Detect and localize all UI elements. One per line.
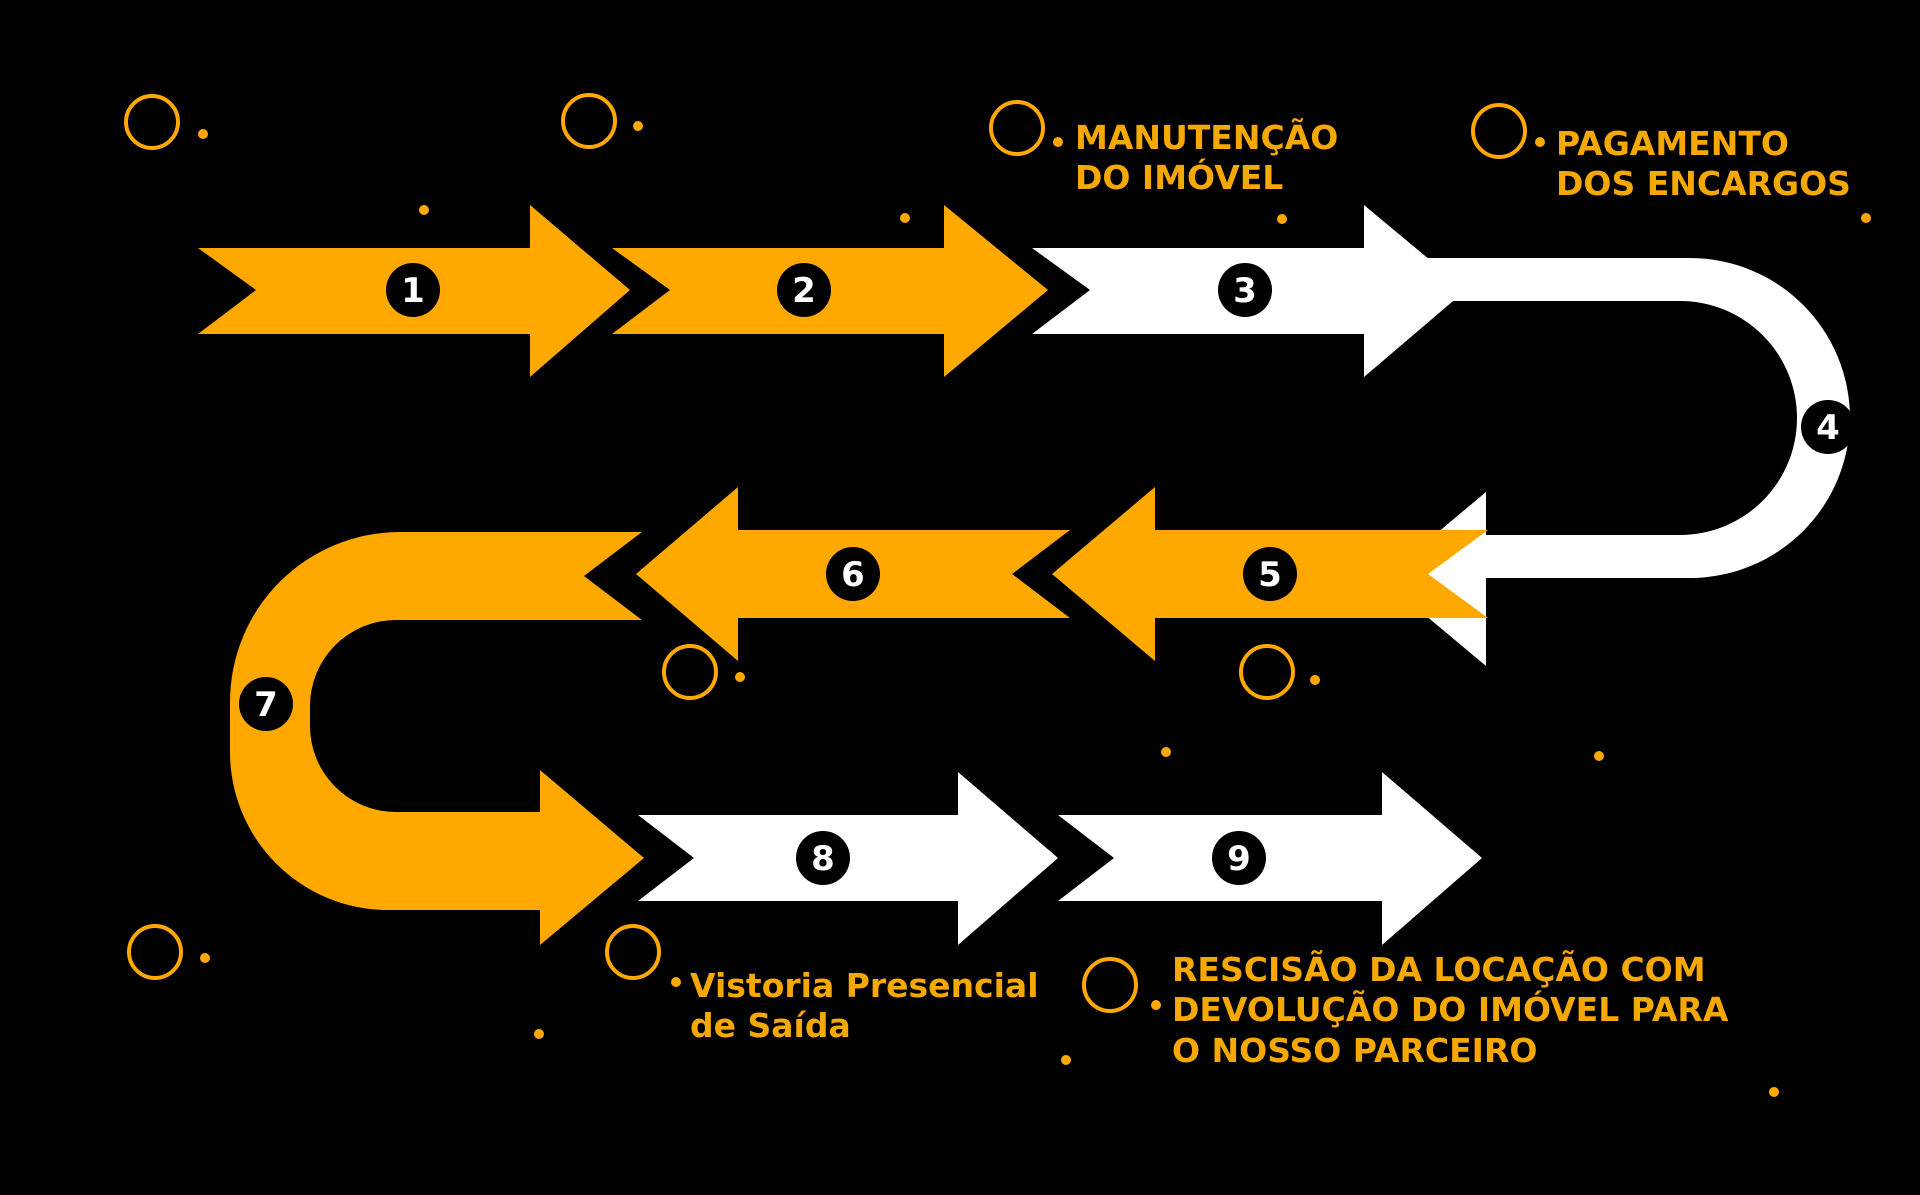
step-4-label: PAGAMENTO DOS ENCARGOS	[1556, 124, 1851, 205]
decorative-ring	[605, 924, 661, 980]
step-8-badge	[796, 831, 850, 885]
step-8-label: Vistoria Presencial de Saída	[690, 966, 1039, 1047]
decorative-dot	[671, 977, 681, 987]
decorative-dot	[735, 672, 745, 682]
step-9-label-line: DEVOLUÇÃO DO IMÓVEL PARA	[1172, 990, 1729, 1030]
step-7-curve-arrow	[230, 532, 642, 910]
decorative-ring	[127, 924, 183, 980]
decorative-dot	[1769, 1087, 1779, 1097]
step-8-label-line: de Saída	[690, 1006, 851, 1046]
decorative-dot	[1535, 137, 1545, 147]
decorative-dot	[534, 1029, 544, 1039]
step-7-arrow-head	[540, 770, 644, 945]
step-4-badge	[1801, 400, 1855, 454]
step-3-number: 3	[1233, 271, 1257, 311]
step-5-number: 5	[1258, 555, 1282, 595]
decorative-rings	[124, 93, 1527, 1013]
decorative-ring	[1082, 957, 1138, 1013]
decorative-dot	[1053, 137, 1063, 147]
decorative-ring	[1239, 644, 1295, 700]
decorative-ring	[1471, 103, 1527, 159]
step-9-arrow	[1058, 772, 1482, 945]
decorative-ring	[989, 100, 1045, 156]
decorative-dot	[900, 213, 910, 223]
step-4-label-line: DOS ENCARGOS	[1556, 164, 1851, 204]
step-4-label-line: PAGAMENTO	[1556, 124, 1789, 163]
decorative-ring	[662, 644, 718, 700]
decorative-ring	[561, 93, 617, 149]
decorative-ring	[124, 94, 180, 150]
step-6-badge	[826, 547, 880, 601]
decorative-dot	[1310, 675, 1320, 685]
step-3-label-line: MANUTENÇÃO	[1075, 118, 1339, 157]
step-7-number: 7	[254, 685, 278, 725]
step-3-label: MANUTENÇÃO DO IMÓVEL	[1075, 118, 1338, 199]
step-5-badge	[1243, 547, 1297, 601]
step-2-badge	[777, 263, 831, 317]
step-8-label-line: Vistoria Presencial	[690, 966, 1039, 1005]
step-3-badge	[1218, 263, 1272, 317]
decorative-dot	[198, 129, 208, 139]
decorative-dot	[200, 953, 210, 963]
step-4-number: 4	[1816, 408, 1840, 448]
decorative-dots	[198, 121, 1871, 1097]
step-9-label-line: RESCISÃO DA LOCAÇÃO COM	[1172, 950, 1706, 989]
step-9-label: RESCISÃO DA LOCAÇÃO COM DEVOLUÇÃO DO IMÓ…	[1172, 950, 1728, 1071]
step-9-badge	[1212, 831, 1266, 885]
step-9-label-line: O NOSSO PARCEIRO	[1172, 1030, 1538, 1070]
decorative-dot	[1861, 213, 1871, 223]
step-2-number: 2	[792, 271, 816, 311]
decorative-dot	[419, 205, 429, 215]
step-7-badge	[239, 677, 293, 731]
step-1-badge	[386, 263, 440, 317]
step-4-curve-arrow	[1384, 258, 1850, 578]
step-6-number: 6	[841, 555, 865, 595]
step-9-number: 9	[1227, 839, 1251, 879]
step-3-label-line: DO IMÓVEL	[1075, 158, 1284, 198]
decorative-dot	[1151, 1000, 1161, 1010]
step-8-number: 8	[811, 839, 835, 879]
decorative-dot	[1594, 751, 1604, 761]
decorative-dot	[633, 121, 643, 131]
decorative-dot	[1277, 214, 1287, 224]
decorative-dot	[1161, 747, 1171, 757]
step-1-number: 1	[401, 271, 425, 311]
decorative-dot	[1061, 1055, 1071, 1065]
step-badges: 1 2 3 4 5 6 7 8 9	[239, 263, 1855, 885]
